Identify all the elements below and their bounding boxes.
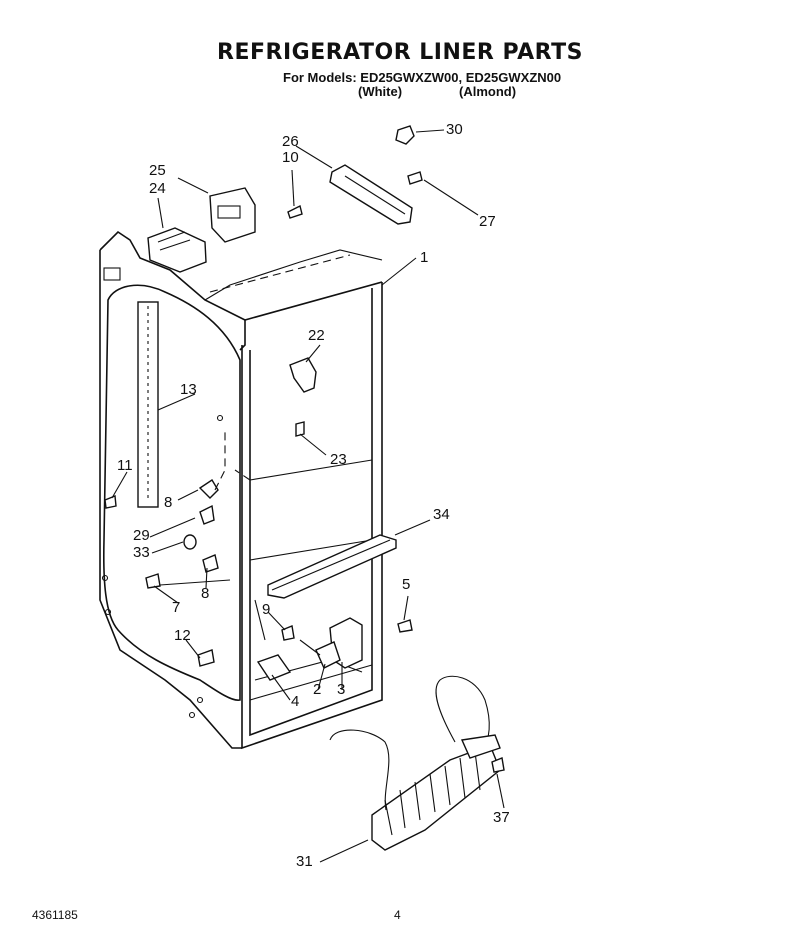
- page-number: 4: [394, 908, 401, 922]
- callout-25: 25: [149, 162, 166, 179]
- bracket-22: [289, 357, 317, 393]
- callout-31: 31: [296, 853, 313, 870]
- callout-5: 5: [402, 576, 410, 593]
- heater-assembly-31: [329, 675, 505, 851]
- callout-37: 37: [493, 809, 510, 826]
- shelf-ladder-13: [137, 301, 159, 508]
- callout-11: 11: [117, 457, 133, 474]
- side-hardware: [104, 430, 231, 667]
- callout-26: 26: [282, 133, 299, 150]
- rail-26: [329, 164, 413, 225]
- callout-24: 24: [149, 180, 166, 197]
- shelf-34: [267, 534, 397, 599]
- callout-30: 30: [446, 121, 463, 138]
- bottom-hardware: [254, 599, 413, 681]
- callout-29: 29: [133, 527, 150, 544]
- callout-13: 13: [180, 381, 197, 398]
- callout-34: 34: [433, 506, 450, 523]
- callout-labels: 1 22 23 34 5 9 2 3 4 13 11 8 29 33 8 7 1…: [117, 121, 510, 870]
- callout-10: 10: [282, 149, 299, 166]
- callout-27: 27: [479, 213, 496, 230]
- page-title: REFRIGERATOR LINER PARTS: [217, 40, 583, 65]
- variant-white: (White): [358, 84, 403, 99]
- callout-33: 33: [133, 544, 150, 561]
- callout-22: 22: [308, 327, 325, 344]
- screw-10: [287, 204, 303, 219]
- liner-body: [99, 230, 383, 750]
- callout-8-upper: 8: [164, 494, 172, 511]
- doc-number: 4361185: [32, 908, 78, 922]
- callout-1: 1: [420, 249, 428, 266]
- callout-12: 12: [174, 627, 191, 644]
- models-line: For Models: ED25GWXZW00, ED25GWXZN00: [283, 70, 562, 85]
- callout-9: 9: [262, 601, 270, 618]
- callout-4: 4: [291, 693, 299, 710]
- callout-2: 2: [313, 681, 321, 698]
- control-housing-24: [147, 227, 207, 273]
- variant-almond: (Almond): [459, 84, 517, 99]
- cover-25: [209, 187, 256, 243]
- screw-27: [407, 171, 423, 185]
- leader-lines: [111, 129, 505, 863]
- callout-7: 7: [172, 599, 180, 616]
- callout-3: 3: [337, 681, 345, 698]
- callout-23: 23: [330, 451, 347, 468]
- screw-23: [295, 421, 305, 437]
- clip-30: [395, 125, 415, 145]
- callout-8-lower: 8: [201, 585, 209, 602]
